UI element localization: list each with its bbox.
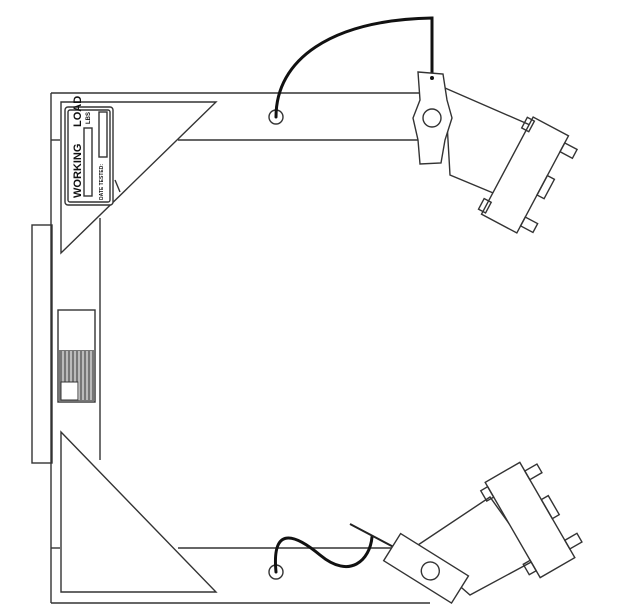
unit-label: LBS [86,112,92,124]
label-plate [64,106,114,206]
top-gusset [60,101,218,255]
bottom-gusset [60,430,218,593]
top-swivel-clamp [412,71,579,234]
frame [50,92,430,604]
mounting-plate [31,224,53,464]
top-retaining-cord [274,16,434,119]
flag-decal [57,309,96,403]
working-label: WORKING [72,143,84,198]
bottom-retaining-cord [273,535,374,574]
load-label: LOAD [72,95,84,127]
bottom-swivel-clamp [382,461,583,605]
date-tested-label: DATE TESTED: [99,163,105,200]
